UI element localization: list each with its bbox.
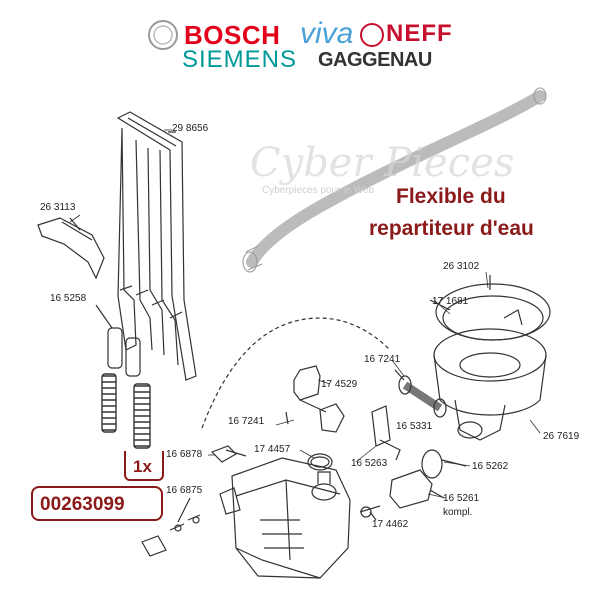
part-label: 16 7241 — [228, 416, 265, 427]
part-label: 29 8656 — [172, 123, 209, 134]
flexible-hose — [246, 90, 546, 268]
part-label: 16 5258 — [50, 293, 87, 304]
part-label: 17 4462 — [372, 519, 409, 530]
part-label: 17 4457 — [254, 444, 291, 455]
bosch-logo: BOSCH — [184, 20, 281, 50]
hose-connector-part — [394, 369, 447, 418]
part-label: 17 1681 — [432, 296, 469, 307]
reference-number: 00263099 — [40, 494, 125, 515]
part-label: 16 5262 — [472, 461, 509, 472]
small-fittings-part — [141, 497, 201, 557]
sleeve-parts — [95, 304, 141, 377]
part-label: 26 7619 — [543, 431, 580, 442]
watermark-subtitle: Cyberpieces pour le Web — [262, 185, 375, 196]
bracket-part — [371, 405, 401, 461]
quantity-label: 1x — [133, 457, 152, 476]
part-label: 26 3113 — [40, 202, 76, 213]
routing-line — [201, 317, 391, 429]
product-title-line-1: Flexible du — [396, 185, 506, 208]
bosch-logo-ring — [148, 20, 178, 50]
part-label: 16 7241 — [364, 354, 401, 365]
siemens-logo: SIEMENS — [182, 46, 298, 73]
sump-part — [429, 275, 551, 441]
clip-part — [210, 445, 247, 463]
valve-part — [285, 365, 345, 433]
neff-logo: NEFF — [386, 20, 453, 47]
part-label: 16 6878 — [166, 449, 203, 460]
quantity-highlight-box — [124, 451, 164, 481]
part-label: 17 4529 — [321, 379, 358, 390]
part-label: 16 5261 — [443, 493, 480, 504]
pump-housing-part — [219, 457, 351, 579]
spring-parts — [101, 373, 151, 449]
watermark: Cyber Pieces — [250, 140, 515, 186]
neff-logo-mark — [360, 23, 384, 47]
spray-duct-part — [116, 111, 197, 381]
part-label: 16 5263 — [351, 458, 388, 469]
heater-module-part — [389, 469, 445, 509]
part-label: 16 5331 — [396, 421, 433, 432]
screw-part — [359, 505, 381, 521]
part-label: 26 3102 — [443, 261, 480, 272]
part-label: kompl. — [443, 507, 473, 518]
reference-box — [31, 486, 163, 521]
leader-lines — [69, 129, 541, 499]
viva-logo: viva — [300, 17, 354, 50]
product-title-line-2: repartiteur d'eau — [369, 217, 534, 240]
cover-part — [37, 217, 105, 280]
gaggenau-logo: GAGGENAU — [318, 49, 432, 71]
part-label: 16 6875 — [166, 485, 203, 496]
